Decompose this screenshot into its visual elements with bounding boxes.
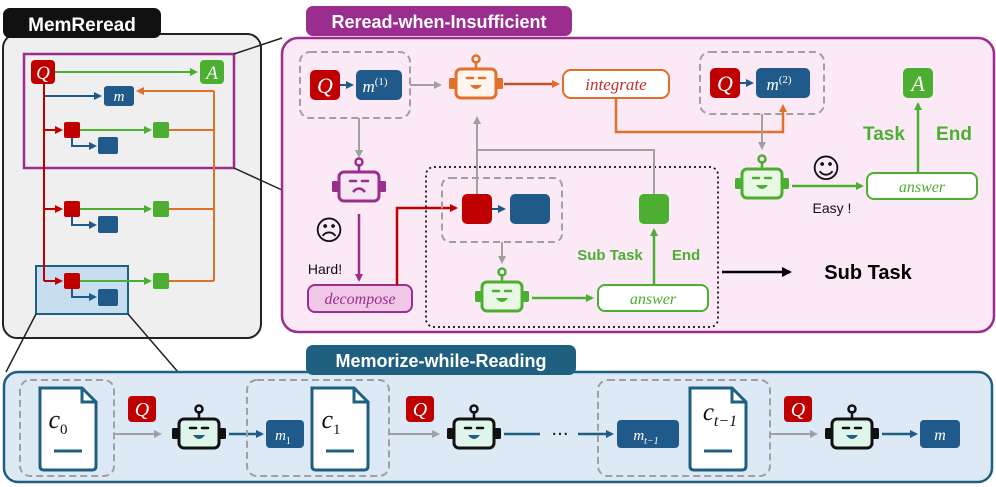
ct1-label: ct−1 xyxy=(703,399,737,430)
final-answer-box xyxy=(866,172,978,200)
sub-task-end-label-2: End xyxy=(672,247,700,264)
memreread-title: MemReread xyxy=(28,15,136,36)
decompose-box xyxy=(307,284,413,313)
robot-easy-icon xyxy=(733,154,791,200)
sub-task-end-label-1: Sub Task xyxy=(577,247,643,264)
m-final-label: m xyxy=(934,427,946,444)
reread-title: Reread-when-Insufficient xyxy=(331,12,546,32)
reread-q2-label: Q xyxy=(717,71,733,96)
robot-integrate-icon xyxy=(447,54,505,100)
robot-decompose-icon xyxy=(330,157,388,203)
ellipsis: ··· xyxy=(551,424,568,445)
robot-mem-2-icon xyxy=(445,404,503,450)
document-ct1-icon xyxy=(688,386,748,472)
memreread-panel: MemReread Q A m xyxy=(2,8,262,339)
smile-icon: ☺ xyxy=(811,152,840,185)
q2-label: Q xyxy=(413,399,428,421)
integrate-label: integrate xyxy=(585,75,647,94)
task-label: Task xyxy=(863,124,905,145)
mini-m-label: m xyxy=(114,89,125,105)
final-answer-label: answer xyxy=(899,179,946,196)
q1-label: Q xyxy=(135,399,150,421)
m2-top-label: m(2) xyxy=(766,74,791,94)
mini-q-label: Q xyxy=(36,63,50,84)
memorize-panel: Memorize-while-Reading c0 Q m1 xyxy=(2,345,994,484)
subtask-answer-label: answer xyxy=(630,291,677,308)
m1-label: m1 xyxy=(275,428,291,447)
robot-mem-1-icon xyxy=(170,404,228,450)
easy-label: Easy ! xyxy=(813,200,852,216)
mt1-label: mt−1 xyxy=(633,428,658,447)
memorize-title: Memorize-while-Reading xyxy=(335,351,546,371)
c1-label: c1 xyxy=(321,405,340,438)
reread-panel: Reread-when-Insufficient Q m(1) integrat… xyxy=(280,6,996,334)
sad-icon: ☹ xyxy=(314,214,343,247)
robot-mem-3-icon xyxy=(823,404,881,450)
reread-q-label: Q xyxy=(317,73,333,98)
q3-label: Q xyxy=(791,399,806,421)
robot-subtask-icon xyxy=(473,267,531,313)
m1-top-label: m(1) xyxy=(362,76,387,96)
decompose-label: decompose xyxy=(324,291,395,308)
hard-label: Hard! xyxy=(308,261,342,277)
sub-task-label: Sub Task xyxy=(824,262,912,284)
c0-label: c0 xyxy=(48,405,67,438)
document-c0-icon xyxy=(38,386,98,472)
mini-a-label: A xyxy=(204,63,218,84)
task-end-label: End xyxy=(936,124,972,145)
document-c1-icon xyxy=(310,386,370,472)
final-a-label: A xyxy=(909,71,925,96)
